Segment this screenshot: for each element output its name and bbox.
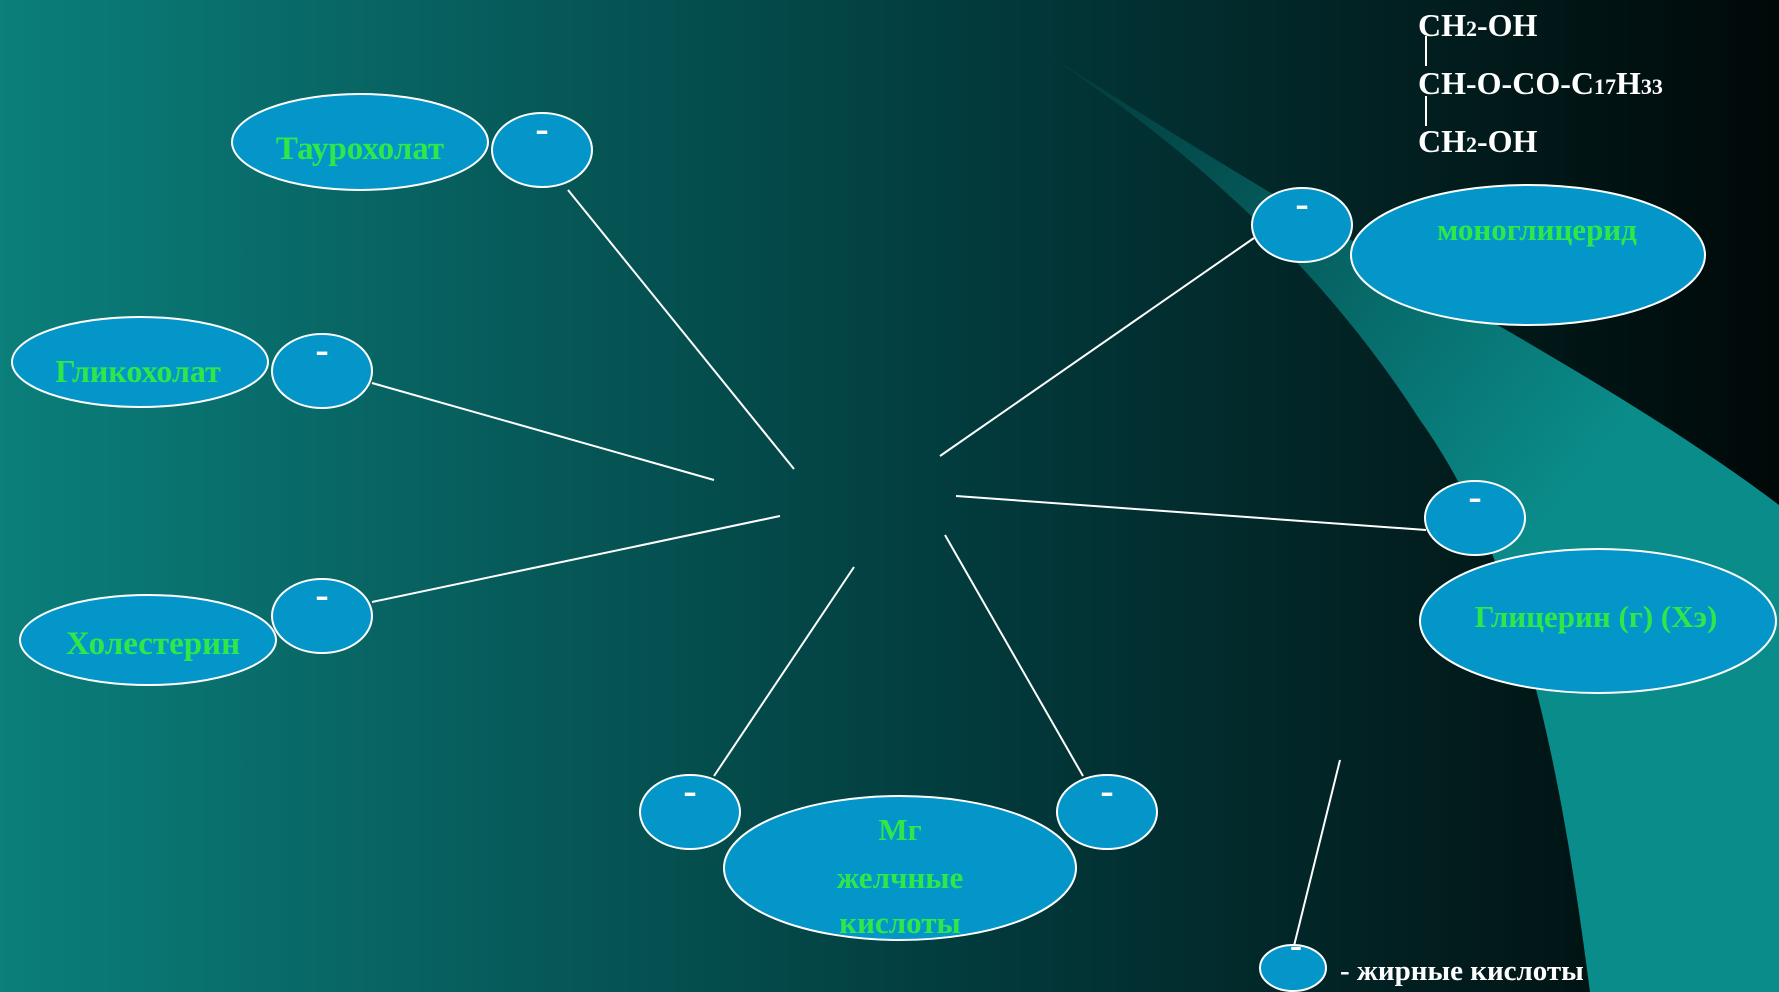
connector-glycocholate: [371, 382, 715, 481]
connector-taurocholate: [567, 189, 795, 470]
cholesterol-label: Холестерин: [66, 626, 240, 662]
formula-line-3: CH2-OH: [1418, 123, 1538, 159]
node-glycocholate: Гликохолат: [11, 316, 269, 408]
connector-cholesterol: [371, 515, 781, 603]
charge-glycerol: -: [1424, 474, 1526, 556]
formula-line-2: CH-O-CO-C17H33: [1418, 65, 1663, 101]
minus-sign-icon: -: [315, 572, 328, 617]
minus-sign-icon: -: [683, 768, 696, 813]
connector-legend: [1292, 759, 1341, 951]
charge-taurocholate: -: [491, 106, 593, 188]
connector-glycerol: [955, 495, 1427, 531]
connector-monoglyceride: [939, 237, 1255, 457]
connector-bile-left: [713, 566, 855, 777]
monoglyceride-label: моноглицерид: [1437, 212, 1637, 247]
bile-label-line-1: Мг: [878, 812, 921, 847]
decorative-wave: [1020, 38, 1779, 992]
connector-lines: [371, 189, 1427, 951]
minus-sign-icon: -: [1295, 181, 1308, 226]
bile-label-line-3: кислоты: [839, 905, 960, 940]
glycocholate-label: Гликохолат: [55, 353, 221, 389]
node-taurocholate: Таурохолат: [231, 93, 489, 191]
minus-sign-icon: -: [1468, 474, 1481, 519]
legend-label: - жирные кислоты: [1340, 955, 1584, 987]
bile-label-line-2: желчные: [837, 860, 964, 895]
connector-bile-right: [944, 534, 1084, 777]
charge-bile-left: -: [639, 768, 741, 850]
minus-sign-icon: -: [1100, 768, 1113, 813]
node-glycerol: Глицерин (г) (Хэ): [1419, 548, 1777, 694]
charge-bile-right: -: [1056, 768, 1158, 850]
legend-fatty-acid-icon: [1259, 944, 1327, 992]
formula-line-1: CH2-OH: [1418, 7, 1538, 43]
glyceride-formula: CH2-OH CH-O-CO-C17H33 CH2-OH: [1418, 7, 1663, 159]
node-bile-acids: Мг желчные кислоты: [723, 795, 1077, 941]
charge-cholesterol: -: [271, 572, 373, 654]
taurocholate-label: Таурохолат: [276, 131, 444, 167]
minus-sign-icon: -: [535, 106, 548, 151]
node-cholesterol: Холестерин: [19, 594, 277, 686]
node-monoglyceride: моноглицерид: [1350, 184, 1706, 326]
glycerol-label: Глицерин (г) (Хэ): [1475, 599, 1718, 634]
charge-monoglyceride: -: [1251, 181, 1353, 263]
legend: - - жирные кислоты: [1259, 925, 1584, 992]
minus-sign-icon: -: [315, 327, 328, 372]
charge-glycocholate: -: [271, 327, 373, 409]
minus-sign-icon: -: [1290, 925, 1302, 965]
